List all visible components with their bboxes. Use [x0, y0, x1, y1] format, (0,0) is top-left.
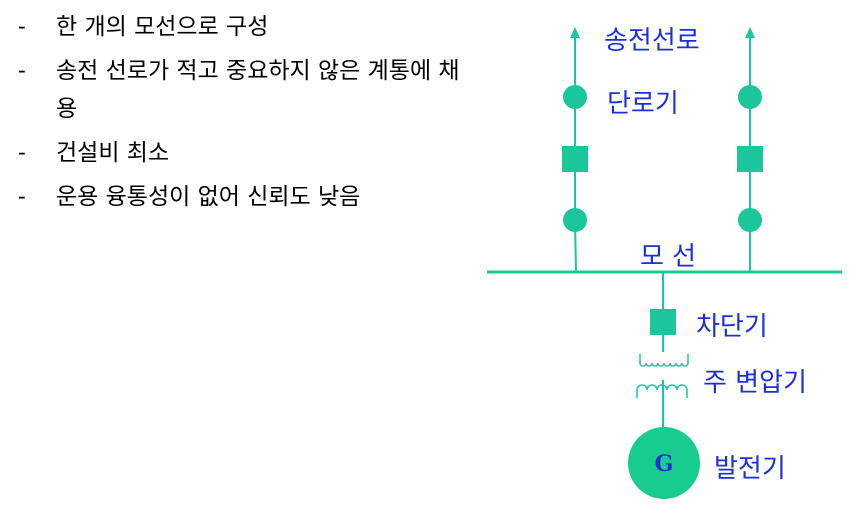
- bullet-marker: -: [18, 184, 26, 210]
- bullet-text: 송전 선로가 적고 중요하지 않은 계통에 채용: [56, 58, 460, 122]
- main-breaker: [650, 309, 676, 335]
- circuit-breaker-label: 차단기: [696, 312, 768, 342]
- generator-symbol: G: [654, 451, 674, 477]
- main-transformer-label: 주 변압기: [703, 368, 807, 398]
- left-breaker: [562, 146, 588, 172]
- bus-label: 모 선: [640, 242, 697, 272]
- left-feeder-arrow: [570, 27, 580, 38]
- bullet-text: 운용 융통성이 없어 신뢰도 낮음: [56, 184, 361, 210]
- transmission-line-label: 송전선로: [604, 26, 700, 56]
- generator-label: 발전기: [714, 454, 786, 484]
- bullet-marker: -: [18, 58, 26, 84]
- bullet-item: - 운용 융통성이 없어 신뢰도 낮음: [18, 178, 466, 216]
- left-feeder-line-bottom: [574, 219, 577, 273]
- bullet-item: - 건설비 최소: [18, 134, 466, 172]
- right-feeder-arrow: [745, 27, 755, 38]
- bullet-item: - 송전 선로가 적고 중요하지 않은 계통에 채용: [18, 52, 466, 128]
- bullet-item: - 한 개의 모선으로 구성: [18, 8, 466, 46]
- generator-icon: [628, 427, 700, 499]
- right-breaker: [737, 146, 763, 172]
- bullet-marker: -: [18, 140, 26, 166]
- bullet-list: - 한 개의 모선으로 구성 - 송전 선로가 적고 중요하지 않은 계통에 채…: [18, 8, 466, 222]
- disconnector-label: 단로기: [607, 89, 679, 119]
- bullet-marker: -: [18, 14, 26, 40]
- bullet-text: 건설비 최소: [56, 140, 170, 166]
- bullet-text: 한 개의 모선으로 구성: [56, 14, 269, 40]
